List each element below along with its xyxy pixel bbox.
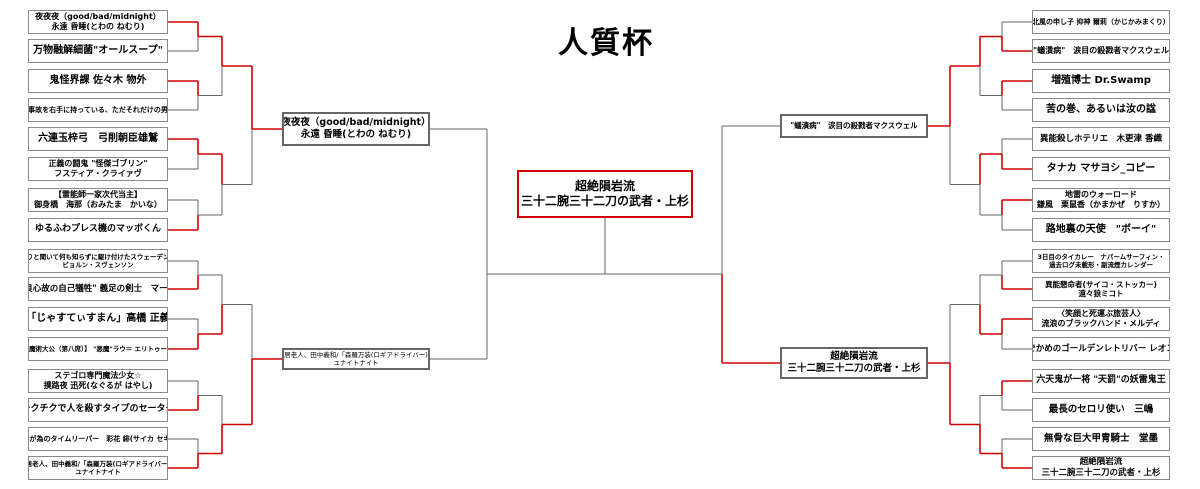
entrant-name-line: 【霊能師一家次代当主】 (54, 190, 142, 199)
semifinalist-box-left: 隠居老人、田中義和/「森羅万装(ロギアドライバー)」ユナイトナイト (282, 348, 430, 370)
entrant-name-line: 過去ログ未載形・副流煙カレンダー (1049, 261, 1153, 269)
entrant-box-left: ゆるふわプレス機のマッボくん (28, 218, 168, 242)
entrant-name-line: 異能殺しホテリエ 木更津 香織 (1040, 133, 1162, 144)
entrant-name-line: 御身橋 海那（おみたま かいな） (34, 200, 162, 209)
entrant-box-left: チクチクで人を殺すタイプのセーター (28, 398, 168, 422)
entrant-box-right: 苦の巻、あるいは汝の諡 (1032, 98, 1170, 122)
entrant-box-left: 隠居老人、田中義和/「森羅万装(ロギアドライバー)」ユナイトナイト (28, 456, 168, 480)
entrant-name-line: ユナイトナイト (75, 468, 121, 476)
entrant-name-line: 永遠 昏睡(とわの ねむり) (51, 22, 145, 31)
entrant-box-right: "蟻潰病" 涙目の殺戮者マクスウェル (1032, 39, 1170, 63)
entrant-name-line: 隠居老人、田中義和/「森羅万装(ロギアドライバー)」 (29, 459, 168, 468)
entrant-box-left: 【魔術大公（第八席）】 "悪魔"ラウ＝ エリトゥーゼ (28, 337, 168, 361)
entrant-box-right: タナカ マサヨシ_コピー (1032, 157, 1170, 181)
entrant-name-line: "蟻潰病" 涙目の殺戮者マクスウェル (790, 121, 918, 131)
entrant-box-right: 無骨な巨大甲冑騎士 堂墨 (1032, 427, 1170, 451)
entrant-name-line: 六連玉梓弓 弓削朝臣雄鷲 (38, 132, 158, 144)
entrant-box-left: "良心故の自己犠牲" 義足の剣士 マーヴ (28, 277, 168, 301)
entrant-name-line: チクチクで人を殺すタイプのセーター (28, 404, 168, 415)
entrant-name-line: 最長のセロリ使い 三嶋 (1048, 404, 1154, 416)
entrant-name-line: 〈笑顔と死運ぶ旅芸人〉 (1057, 309, 1145, 318)
entrant-name-line: 万物融解細菌"オールスープ" (33, 44, 163, 56)
entrant-box-right: 〈笑顔と死運ぶ旅芸人〉流浪のブラックハンド・メルディ (1032, 307, 1170, 331)
entrant-name-line: 三十二腕三十二刀の武者・上杉 (1041, 468, 1161, 478)
entrant-box-right: 北風の申し子 抑神 爾莉（かじかみまくり） (1032, 10, 1170, 34)
entrant-name-line: 地雷のウォーロード (1065, 190, 1137, 199)
bracket-title: 人質杯 (558, 26, 654, 61)
entrant-name-line: 事故を右手に持っている、ただそれだけの男 (28, 105, 168, 114)
entrant-name-line: 鬼怪界課 佐々木 物外 (49, 74, 147, 86)
entrant-name-line: タナカ マサヨシ_コピー (1046, 162, 1156, 174)
entrant-name-line: 増殖博士 Dr.Swamp (1051, 74, 1151, 86)
entrant-name-line: 【魔術大公（第八席）】 "悪魔"ラウ＝ エリトゥーゼ (28, 344, 168, 353)
entrant-name-line: 超絶隕岩流 (1079, 457, 1123, 468)
semifinalist-box-right: "蟻潰病" 涙目の殺戮者マクスウェル (780, 114, 928, 138)
entrant-box-left: 六連玉梓弓 弓削朝臣雄鷲 (28, 127, 168, 151)
semifinalist-box-left: 夜夜夜（good/bad/midnight）永遠 昏睡(とわの ねむり) (282, 112, 430, 146)
entrant-box-right: 路地裏の天使 "ボーイ" (1032, 218, 1170, 242)
entrant-box-right: 異能殺しホテリエ 木更津 香織 (1032, 127, 1170, 151)
entrant-name-line: 異能懇命者(サイコ・ストッカー) (1045, 279, 1157, 289)
champion-box: 超絶隕岩流三十二腕三十二刀の武者・上杉 (517, 170, 693, 218)
entrant-box-right: 3日目のタイカレー ナパームサーフィン・過去ログ未載形・副流煙カレンダー (1032, 249, 1170, 273)
entrant-box-left: ステゴロ専門魔法少女☆撲路夜 迅死(なぐるが はやし) (28, 369, 168, 393)
entrant-name-line: 隠居老人、田中義和/「森羅万装(ロギアドライバー)」 (282, 350, 430, 359)
entrant-box-right: 六天鬼が一将 "天罰"の妖雷鬼王 (1032, 369, 1170, 393)
entrant-box-right: 増殖博士 Dr.Swamp (1032, 69, 1170, 93)
entrant-name-line: でかめのゴールデンレトリバー レオン (1032, 343, 1170, 354)
entrant-name-line: 夜夜夜（good/bad/midnight） (35, 12, 161, 21)
entrant-box-left: 夜夜夜（good/bad/midnight）永遠 昏睡(とわの ねむり) (28, 10, 168, 34)
entrant-name-line: 三十二腕三十二刀の武者・上杉 (520, 194, 689, 208)
entrant-name-line: 永遠 昏睡(とわの ねむり) (300, 129, 412, 140)
entrant-box-right: 超絶隕岩流三十二腕三十二刀の武者・上杉 (1032, 456, 1170, 480)
entrant-name-line: 流浪のブラックハンド・メルディ (1041, 319, 1161, 328)
entrant-name-line: 祭りと聞いて何も知らずに駆け付けたスウェーデン人 (29, 252, 167, 261)
entrant-name-line: 路地裏の天使 "ボーイ" (1045, 223, 1157, 235)
entrant-box-right: でかめのゴールデンレトリバー レオン (1032, 337, 1170, 361)
entrant-box-left: 鬼怪界課 佐々木 物外 (28, 69, 168, 93)
entrant-name-line: フスティア・クライァヴ (54, 169, 142, 178)
entrant-name-line: 無骨な巨大甲冑騎士 堂墨 (1043, 433, 1158, 445)
entrant-name-line: 超絶隕岩流 (574, 179, 635, 193)
entrant-box-left: 誰が為のタイムリーパー 彩花 緋(サイカ セキ) (28, 427, 168, 451)
entrant-name-line: 撲路夜 迅死(なぐるが はやし) (43, 381, 153, 390)
entrant-name-line: 「じゃすてぃすまん」高橋 正義 (28, 312, 168, 324)
entrant-box-right: 地雷のウォーロード鎌風 栗鼠香（かまかぜ りすか） (1032, 188, 1170, 212)
entrant-box-right: 最長のセロリ使い 三嶋 (1032, 398, 1170, 422)
entrant-name-line: 超絶隕岩流 (830, 351, 878, 363)
entrant-name-line: 六天鬼が一将 "天罰"の妖雷鬼王 (1036, 375, 1166, 386)
entrant-name-line: 正義の闘鬼 "怪傑ゴブリン" (48, 159, 148, 168)
entrant-name-line: 遠々狼ミコト (1078, 289, 1124, 298)
entrant-box-right: 異能懇命者(サイコ・ストッカー)遠々狼ミコト (1032, 277, 1170, 301)
entrant-name-line: "蟻潰病" 涙目の殺戮者マクスウェル (1032, 46, 1170, 55)
entrant-name-line: "良心故の自己犠牲" 義足の剣士 マーヴ (29, 283, 168, 294)
entrant-name-line: 3日目のタイカレー ナパームサーフィン・ (1037, 252, 1165, 261)
entrant-name-line: 三十二腕三十二刀の武者・上杉 (787, 363, 921, 374)
entrant-name-line: ユナイトナイト (333, 359, 379, 367)
entrant-box-left: 正義の闘鬼 "怪傑ゴブリン"フスティア・クライァヴ (28, 157, 168, 181)
entrant-box-left: 【霊能師一家次代当主】御身橋 海那（おみたま かいな） (28, 188, 168, 212)
entrant-name-line: 誰が為のタイムリーパー 彩花 緋(サイカ セキ) (28, 434, 168, 443)
entrant-box-left: 事故を右手に持っている、ただそれだけの男 (28, 98, 168, 122)
entrant-name-line: ゆるふわプレス機のマッボくん (34, 224, 161, 235)
entrant-box-left: 「じゃすてぃすまん」高橋 正義 (28, 307, 168, 331)
entrant-name-line: 北風の申し子 抑神 爾莉（かじかみまくり） (1032, 17, 1170, 26)
entrant-box-left: 万物融解細菌"オールスープ" (28, 39, 168, 63)
entrant-name-line: 鎌風 栗鼠香（かまかぜ りすか） (1037, 200, 1165, 209)
semifinalist-box-right: 超絶隕岩流三十二腕三十二刀の武者・上杉 (780, 347, 928, 379)
entrant-name-line: ステゴロ専門魔法少女☆ (54, 371, 142, 380)
entrant-name-line: 苦の巻、あるいは汝の諡 (1046, 103, 1156, 115)
entrant-name-line: 夜夜夜（good/bad/midnight） (282, 117, 430, 129)
entrant-box-left: 祭りと聞いて何も知らずに駆け付けたスウェーデン人ビョルン・スヴェンソン (28, 249, 168, 273)
entrant-name-line: ビョルン・スヴェンソン (62, 261, 134, 269)
